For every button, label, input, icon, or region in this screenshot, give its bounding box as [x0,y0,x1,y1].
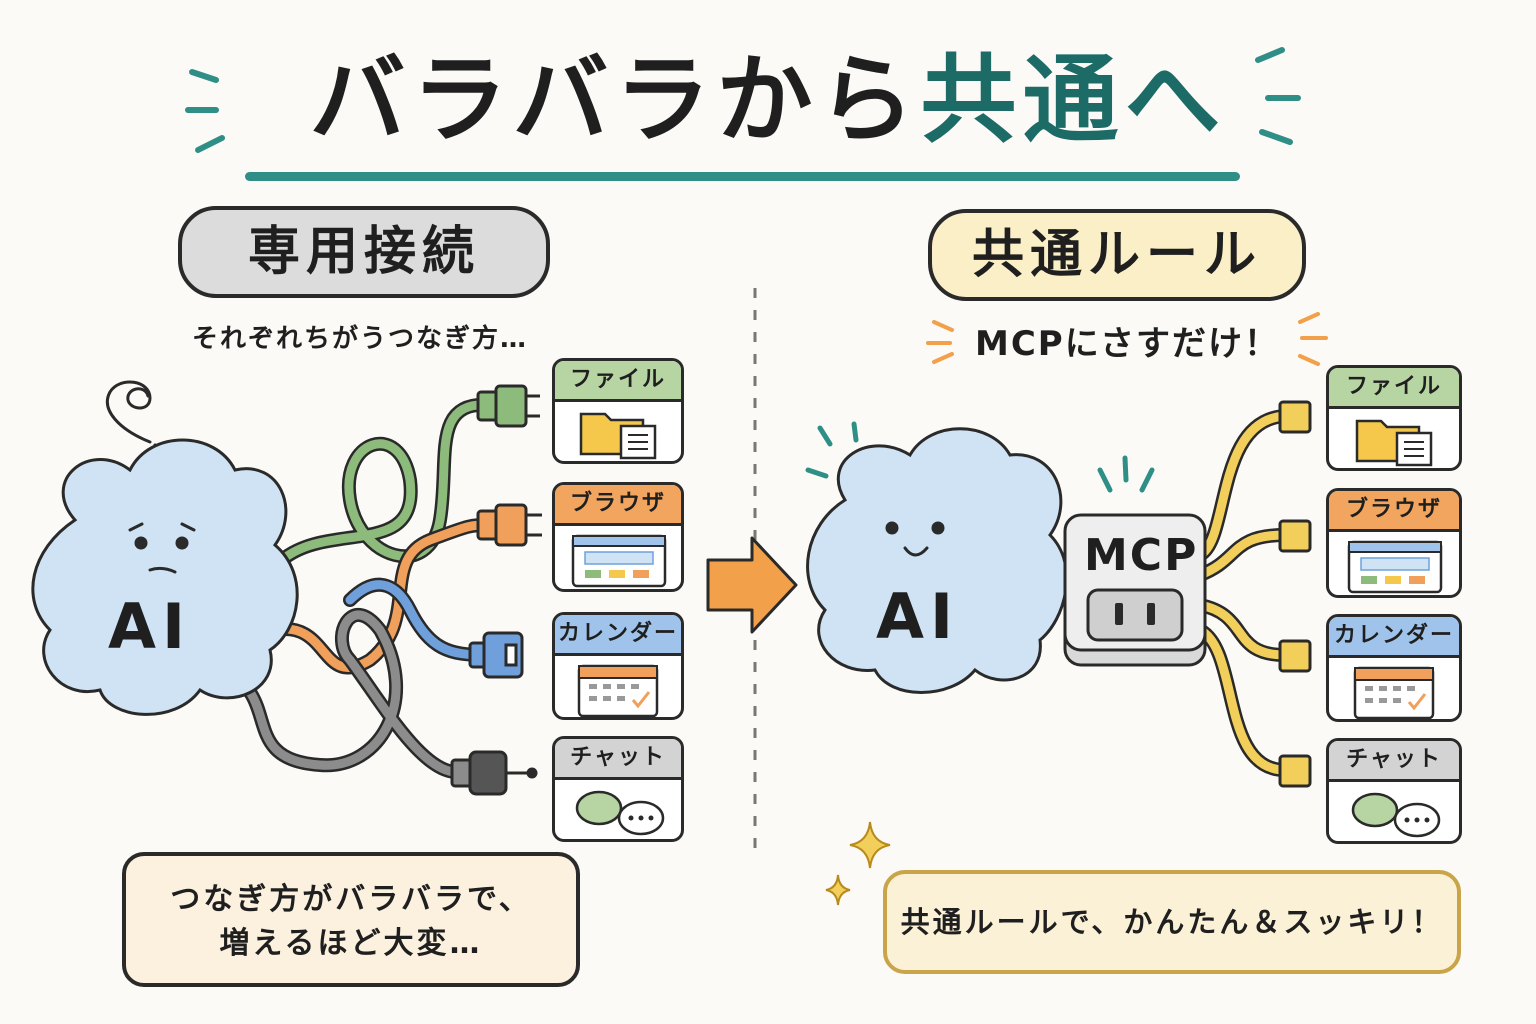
right-subtitle: MCPにさすだけ！ [975,324,1281,364]
app-title: チャット [1329,741,1459,782]
arrow-right-icon [706,536,798,634]
ai-label-left: AI [108,590,192,663]
title-underline [245,172,1240,181]
ai-cloud-right [806,427,1069,694]
calendar-icon [577,664,659,717]
plug-icon-gray [450,750,538,796]
outlet-icon [1086,588,1184,642]
mcp-hub-label: MCP [1084,530,1199,581]
folder-icon [579,412,657,460]
happy-face [885,521,945,557]
app-title: カレンダー [1329,617,1459,658]
calendar-icon [1353,666,1435,719]
plug-icon-orange [476,503,542,547]
header-common-rule: 共通ルール [928,209,1306,301]
app-file-right: ファイル [1326,365,1462,471]
app-calendar-left: カレンダー [552,612,684,720]
header-dedicated-connection: 専用接続 [178,206,550,298]
dizzy-spiral-icon [105,380,162,457]
ai-label-right: AI [876,580,960,653]
app-chat-left: チャット [552,736,684,842]
left-diagram [31,380,542,796]
app-title: ブラウザ [1329,491,1459,532]
folder-icon [1355,419,1433,467]
ai-cloud-left [31,438,299,716]
app-chat-right: チャット [1326,738,1462,844]
title-part-1: バラバラから [309,44,921,156]
sparkle-icon [825,821,891,906]
title-part-2: 共通へ [920,44,1227,156]
plug-icon-green [476,384,540,428]
mcp-hub [1063,513,1207,667]
app-calendar-right: カレンダー [1326,614,1462,722]
usb-icon-blue [468,631,524,679]
app-title: ファイル [1329,368,1459,409]
worried-face [128,522,196,574]
left-subtitle: それぞれちがうつなぎ方… [192,324,529,354]
app-title: ファイル [555,361,681,402]
app-title: チャット [555,739,681,780]
app-file-left: ファイル [552,358,684,464]
chat-bubble-icon [1351,792,1441,838]
app-title: カレンダー [555,615,681,656]
right-note: 共通ルールで、かんたん＆スッキリ！ [883,870,1461,974]
title-decorations [185,47,1301,153]
left-note-line-2: 増えるほど大変… [219,926,483,961]
chat-bubble-icon [575,790,665,836]
page-title: バラバラから共通へ [0,40,1536,160]
left-note: つなぎ方がバラバラで、 増えるほど大変… [122,852,580,987]
left-note-line-1: つなぎ方がバラバラで、 [170,882,532,917]
app-title: ブラウザ [555,485,681,526]
connectors [1278,400,1312,788]
app-browser-right: ブラウザ [1326,488,1462,598]
browser-window-icon [1347,540,1443,594]
app-browser-left: ブラウザ [552,482,684,592]
right-diagram [805,400,1312,906]
browser-window-icon [571,534,667,588]
